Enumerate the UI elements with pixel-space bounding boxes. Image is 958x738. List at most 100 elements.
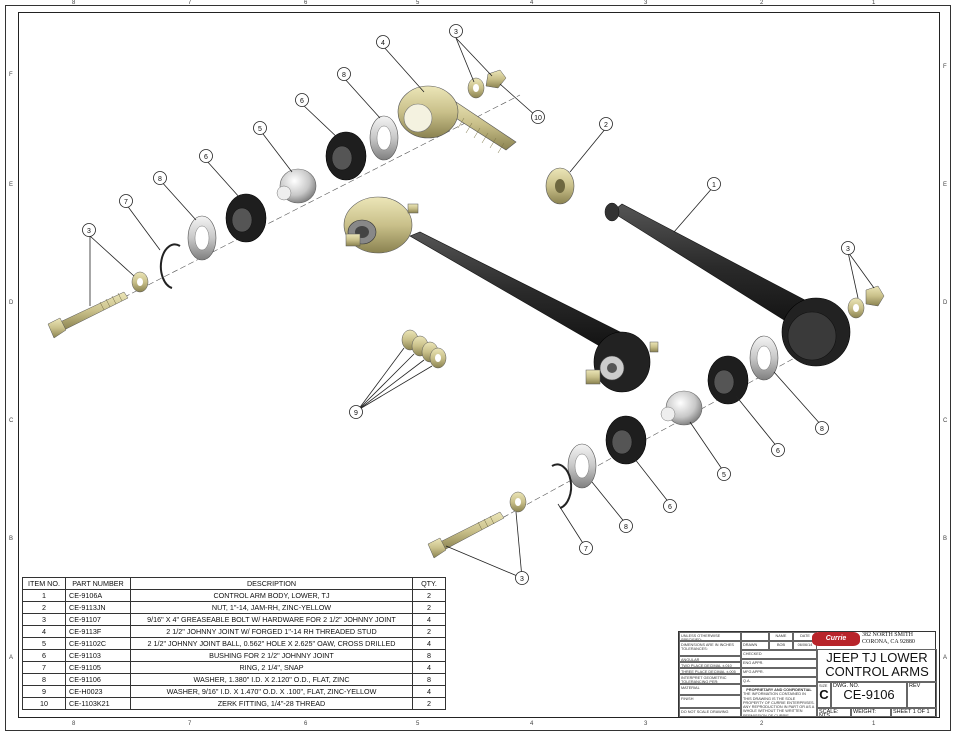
tb-rev-lbl: REV xyxy=(909,683,921,689)
johnny-joint-stud xyxy=(397,85,517,154)
bom-header-qty: QTY. xyxy=(412,577,446,590)
table-row: 8 CE-91106 WASHER, 1.380" I.D. X 2.120" … xyxy=(22,673,446,686)
tb-checked: CHECKED xyxy=(741,650,817,659)
tb-two-place: TWO PLACE DECIMAL ±.010 xyxy=(679,662,741,668)
tb-rev-cell: REV xyxy=(907,682,937,708)
callout-6-upper-1: 6 xyxy=(300,98,304,105)
callout-2: 2 xyxy=(604,122,608,129)
callout-3-top: 3 xyxy=(454,29,458,36)
table-row: 1 CE-9106A CONTROL ARM BODY, LOWER, TJ 2 xyxy=(22,589,446,602)
control-arm-left xyxy=(343,196,659,393)
zone-bottom-4: 4 xyxy=(530,721,534,727)
bom-qty: 2 xyxy=(412,589,446,602)
callout-8-lower-1: 8 xyxy=(820,426,824,433)
tb-dwg-cell: DWG. NO. CE-9106 xyxy=(831,682,907,708)
zone-top-1: 1 xyxy=(872,0,876,6)
zone-left-f: F xyxy=(9,72,13,78)
bom-item: 8 xyxy=(22,673,66,686)
bill-of-materials: ITEM NO. PART NUMBER DESCRIPTION QTY. 1 … xyxy=(22,577,446,710)
zone-bottom-2: 2 xyxy=(760,721,764,727)
table-row: 10 CE-1103K21 ZERK FITTING, 1/4"-28 THRE… xyxy=(22,697,446,710)
bom-part: CE-1103K21 xyxy=(65,697,131,710)
zone-top-2: 2 xyxy=(760,0,764,6)
greaseable-bolt-lower xyxy=(427,511,505,559)
zone-bottom-5: 5 xyxy=(416,721,420,727)
tb-title: JEEP TJ LOWER CONTROL ARMS xyxy=(817,649,937,682)
drawing-title-line1: JEEP TJ LOWER xyxy=(826,650,928,665)
zone-top-4: 4 xyxy=(530,0,534,6)
bom-desc: BUSHING FOR 2 1/2" JOHNNY JOINT xyxy=(130,649,413,662)
zone-right-a: A xyxy=(943,655,948,661)
bushing-upper-1 xyxy=(325,131,367,181)
bom-qty: 4 xyxy=(412,661,446,674)
tb-mfg-appr: MFG APPR. xyxy=(741,668,817,677)
table-row: 4 CE-9113F 2 1/2" JOHNNY JOINT W/ FORGED… xyxy=(22,625,446,638)
callout-10: 10 xyxy=(534,115,542,122)
jam-nut xyxy=(545,167,575,205)
washer-stack xyxy=(401,329,447,369)
callout-6-upper-2: 6 xyxy=(204,154,208,161)
joint-ball-lower xyxy=(660,390,703,426)
bom-desc: RING, 2 1/4", SNAP xyxy=(130,661,413,674)
bom-part: CE-91106 xyxy=(65,673,131,686)
tb-angular: ANGULAR xyxy=(679,656,741,662)
zone-right-e: E xyxy=(943,182,948,188)
bom-qty: 8 xyxy=(412,673,446,686)
callout-7-upper: 7 xyxy=(124,199,128,206)
bom-part: CE-91102C xyxy=(65,637,131,650)
bom-part: CE-91105 xyxy=(65,661,131,674)
zone-right-d: D xyxy=(943,300,948,306)
bom-item: 5 xyxy=(22,637,66,650)
bom-item: 7 xyxy=(22,661,66,674)
tb-finish: FINISH xyxy=(679,695,741,708)
bom-part: CE-9106A xyxy=(65,589,131,602)
bushing-lower-2 xyxy=(605,415,647,465)
control-arm-right xyxy=(604,202,851,367)
callout-3-bottom: 3 xyxy=(520,576,524,583)
zone-bottom-3: 3 xyxy=(644,721,648,727)
tb-dwg-no: CE-9106 xyxy=(843,687,895,703)
callout-8-lower-2: 8 xyxy=(624,524,628,531)
bom-header-desc: DESCRIPTION xyxy=(130,577,413,590)
bom-qty: 2 xyxy=(412,697,446,710)
tb-dims: DIMENSIONS ARE IN INCHES TOLERANCES: xyxy=(679,641,741,656)
bom-qty: 2 xyxy=(412,601,446,614)
washer-upper-1 xyxy=(369,115,399,161)
tb-size: C xyxy=(819,687,829,703)
tb-drawn-name: BOB xyxy=(769,641,793,650)
snap-ring-upper xyxy=(159,243,181,289)
snap-ring-lower xyxy=(551,463,573,509)
tb-scale: SCALE: NTS xyxy=(817,708,851,717)
bom-desc: 2 1/2" JOHNNY JOINT W/ FORGED 1"-14 RH T… xyxy=(130,625,413,638)
zone-right-c: C xyxy=(943,418,948,424)
bom-part: CE-91103 xyxy=(65,649,131,662)
callout-5-upper: 5 xyxy=(258,126,262,133)
callout-1: 1 xyxy=(712,182,716,189)
tb-size-lbl: SIZE xyxy=(819,684,828,688)
zerk-fitting-top xyxy=(467,69,507,99)
bom-desc: WASHER, 1.380" I.D. X 2.120" O.D., FLAT,… xyxy=(130,673,413,686)
tb-weight: WEIGHT: xyxy=(851,708,891,717)
bom-part: CE-H0023 xyxy=(65,685,131,698)
tb-qa: Q.A. xyxy=(741,677,817,686)
tb-sheet: SHEET 1 OF 1 xyxy=(891,708,937,717)
callout-3-right: 3 xyxy=(846,246,850,253)
bom-item: 1 xyxy=(22,589,66,602)
zone-left-e: E xyxy=(9,182,14,188)
washer-bolt-right xyxy=(847,285,885,319)
tb-do-not-scale: DO NOT SCALE DRAWING xyxy=(679,708,741,717)
bom-part: CE-9113F xyxy=(65,625,131,638)
bom-desc: 9/16" X 4" GREASEABLE BOLT W/ HARDWARE F… xyxy=(130,613,413,626)
outer-border xyxy=(5,5,951,731)
bom-item: 9 xyxy=(22,685,66,698)
zone-top-6: 6 xyxy=(304,0,308,6)
table-row: 5 CE-91102C 2 1/2" JOHNNY JOINT BALL, 0.… xyxy=(22,637,446,650)
washer-bolt-upper xyxy=(131,271,149,293)
drawing-title-line2: CONTROL ARMS xyxy=(825,664,929,679)
table-row: 3 CE-91107 9/16" X 4" GREASEABLE BOLT W/… xyxy=(22,613,446,626)
table-row: 2 CE-9113JN NUT, 1"-14, JAM-RH, ZINC-YEL… xyxy=(22,601,446,614)
tb-eng-appr: ENG APPR. xyxy=(741,659,817,668)
bom-desc: CONTROL ARM BODY, LOWER, TJ xyxy=(130,589,413,602)
